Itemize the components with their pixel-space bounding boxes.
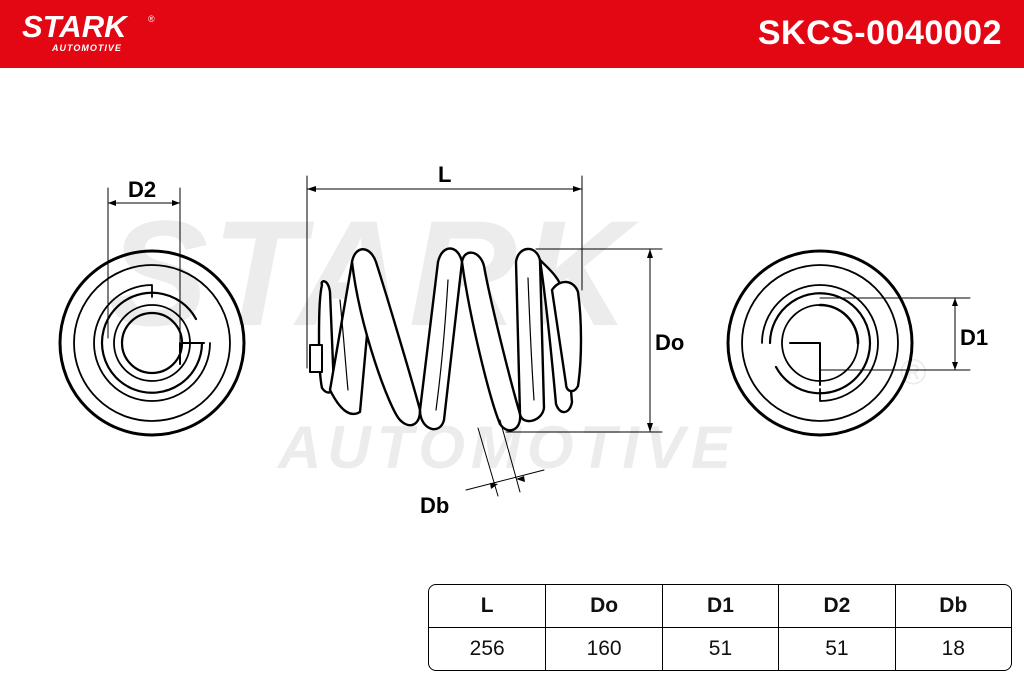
dimension-db — [465, 419, 545, 497]
dim-label-d2: D2 — [128, 177, 156, 202]
stark-logo: STARK ® AUTOMOTIVE — [22, 9, 155, 53]
logo-registered-mark: ® — [148, 14, 155, 24]
spec-table: L Do D1 D2 Db 256 160 51 51 18 — [428, 584, 1012, 671]
spec-value-d1: 51 — [661, 628, 778, 670]
right-end-view — [726, 249, 971, 437]
dimension-do — [505, 248, 663, 433]
left-end-view — [58, 187, 246, 437]
part-number: SKCS-0040002 — [757, 14, 1002, 52]
spec-header-d2: D2 — [778, 585, 895, 628]
spec-value-d2: 51 — [778, 628, 894, 670]
dimension-l — [306, 175, 583, 369]
spec-header-do: Do — [545, 585, 662, 628]
spec-table-value-row: 256 160 51 51 18 — [429, 628, 1011, 670]
logo-subtitle: AUTOMOTIVE — [52, 43, 122, 53]
watermark-registered-mark: ® — [900, 351, 927, 392]
dim-label-l: L — [438, 162, 451, 187]
spec-value-l: 256 — [469, 637, 505, 660]
spec-value-db: 18 — [894, 628, 1011, 670]
spring-side-view — [309, 247, 583, 432]
spec-header-d1: D1 — [661, 585, 779, 628]
header-bar: STARK ® AUTOMOTIVE SKCS-0040002 — [0, 0, 1024, 68]
spec-table-header-row: L Do D1 D2 Db — [429, 585, 1011, 628]
dim-label-do: Do — [655, 330, 684, 355]
logo-brand: STARK — [22, 9, 127, 44]
spec-header-db: Db — [894, 585, 1011, 628]
spec-value-do: 160 — [545, 628, 661, 670]
dim-label-db: Db — [420, 493, 449, 518]
dim-label-d1: D1 — [960, 325, 988, 350]
spec-header-l: L — [429, 585, 546, 628]
